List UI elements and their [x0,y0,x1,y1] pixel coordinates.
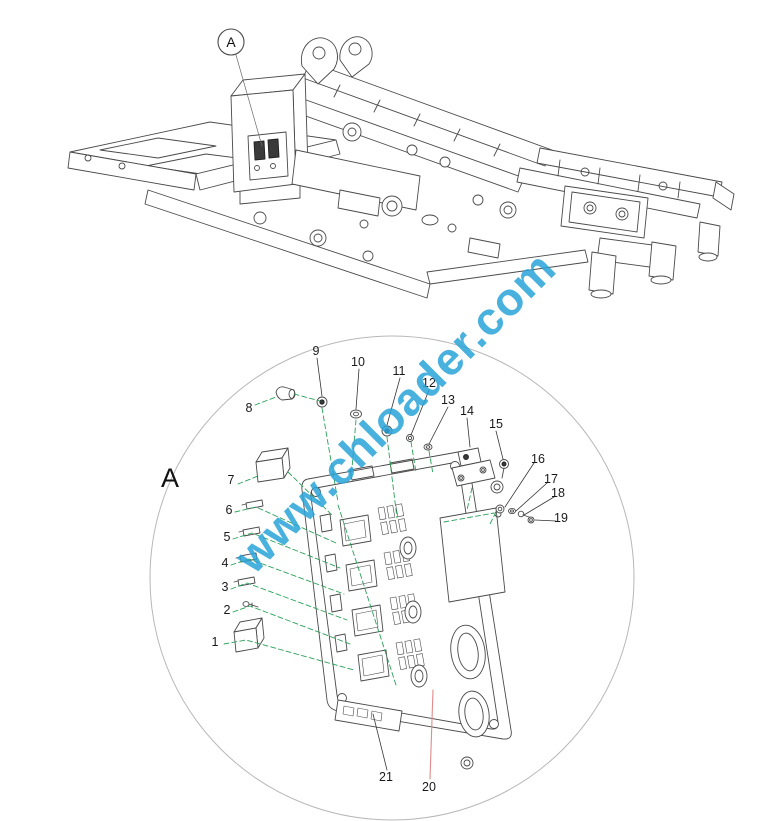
part-label-15: 15 [489,417,503,431]
part-label-18: 18 [551,486,565,500]
leader-line-20 [429,689,434,780]
part-label-17: 17 [544,472,558,486]
part-label-5: 5 [224,530,231,544]
leader-lines [316,357,557,771]
callout-label: A [226,34,236,50]
detail-view-label: A [161,463,179,493]
callout-a: A [217,28,263,147]
part-label-10: 10 [351,355,365,369]
part-label-21: 21 [379,770,393,784]
part-label-13: 13 [441,393,455,407]
part-label-3: 3 [222,580,229,594]
part-label-4: 4 [222,556,229,570]
chassis-drawing [67,36,735,299]
part-label-20: 20 [422,780,436,794]
hardware-parts [233,386,535,653]
part-label-1: 1 [212,635,219,649]
ecu-box [301,451,512,770]
part-label-14: 14 [460,404,474,418]
detail-circle [149,335,635,821]
part-label-12: 12 [422,376,436,390]
part-label-16: 16 [531,452,545,466]
part-label-19: 19 [554,511,568,525]
part-label-9: 9 [313,344,320,358]
axis-lines [223,393,497,686]
part-label-7: 7 [228,473,235,487]
part-label-11: 11 [393,364,406,378]
part-label-6: 6 [226,503,233,517]
part-label-2: 2 [224,603,231,617]
part-labels: 1 2 3 4 5 6 7 8 9 10 11 12 13 14 15 16 1… [212,344,568,794]
part-label-8: 8 [246,401,253,415]
